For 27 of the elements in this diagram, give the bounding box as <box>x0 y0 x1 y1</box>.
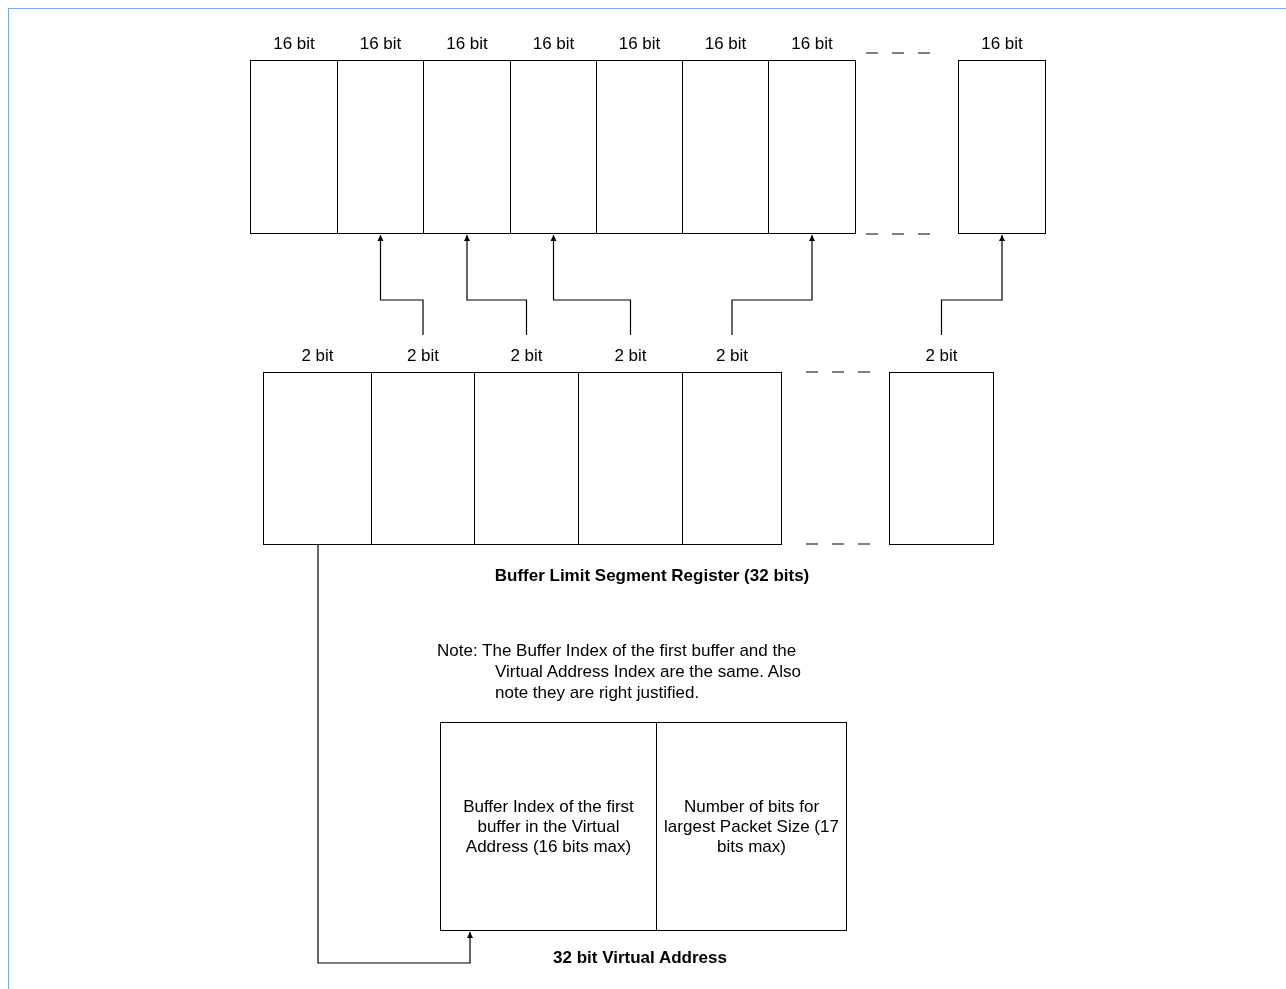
register-caption: Buffer Limit Segment Register (32 bits) <box>493 565 811 586</box>
note-text: Note: The Buffer Index of the first buffer and the Virtual Address Index are the same. Also note they are right justified. <box>437 640 802 703</box>
bit-width-label: 16 bit <box>272 34 316 54</box>
bit-width-label: 16 bit <box>617 34 662 54</box>
bit-width-label: 16 bit <box>358 34 403 54</box>
arrow <box>550 234 632 336</box>
address-field <box>440 722 657 931</box>
bit-width-label: 16 bit <box>531 34 576 54</box>
bit-width-label: 2 bit <box>613 346 648 366</box>
arrow <box>377 234 424 336</box>
field-description: Number of bits for largest Packet Size (17 bits max) <box>663 796 840 857</box>
bit-width-label: 2 bit <box>714 346 750 366</box>
arrow <box>317 544 473 964</box>
field-description: Buffer Index of the first buffer in the Virtual Address (16 bits max) <box>462 796 635 857</box>
address-caption: 32 bit Virtual Address <box>552 947 728 968</box>
arrow <box>940 234 1005 336</box>
bit-width-label: 2 bit <box>509 346 544 366</box>
address-field <box>656 722 847 931</box>
bit-width-label: 16 bit <box>790 34 834 54</box>
arrow <box>464 234 528 336</box>
bit-width-label: 16 bit <box>445 34 489 54</box>
arrow <box>731 234 815 336</box>
bit-width-label: 16 bit <box>980 34 1024 54</box>
bit-width-label: 2 bit <box>405 346 441 366</box>
bit-width-label: 2 bit <box>300 346 335 366</box>
bit-width-label: 2 bit <box>924 346 959 366</box>
bit-width-label: 16 bit <box>703 34 748 54</box>
